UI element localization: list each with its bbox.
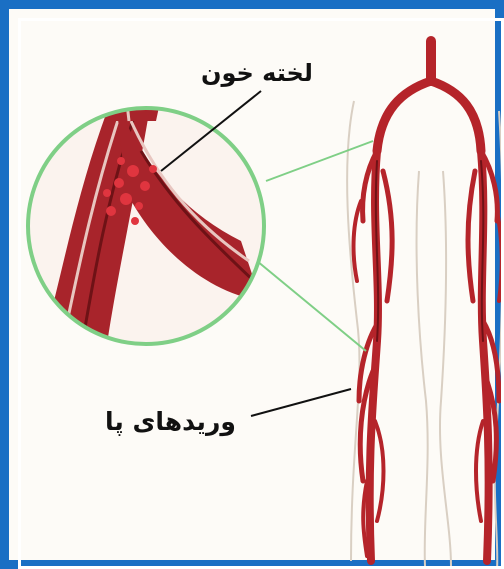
vein-diagram <box>21 21 504 569</box>
blood-clot-label: لخته خون <box>201 59 313 87</box>
magnifier-circle <box>28 51 264 351</box>
zoom-connector-lines <box>257 141 373 351</box>
illustration-canvas: لخته خون وریدهای پا <box>18 18 504 569</box>
leg-veins-label: وریدهای پا <box>105 407 236 436</box>
